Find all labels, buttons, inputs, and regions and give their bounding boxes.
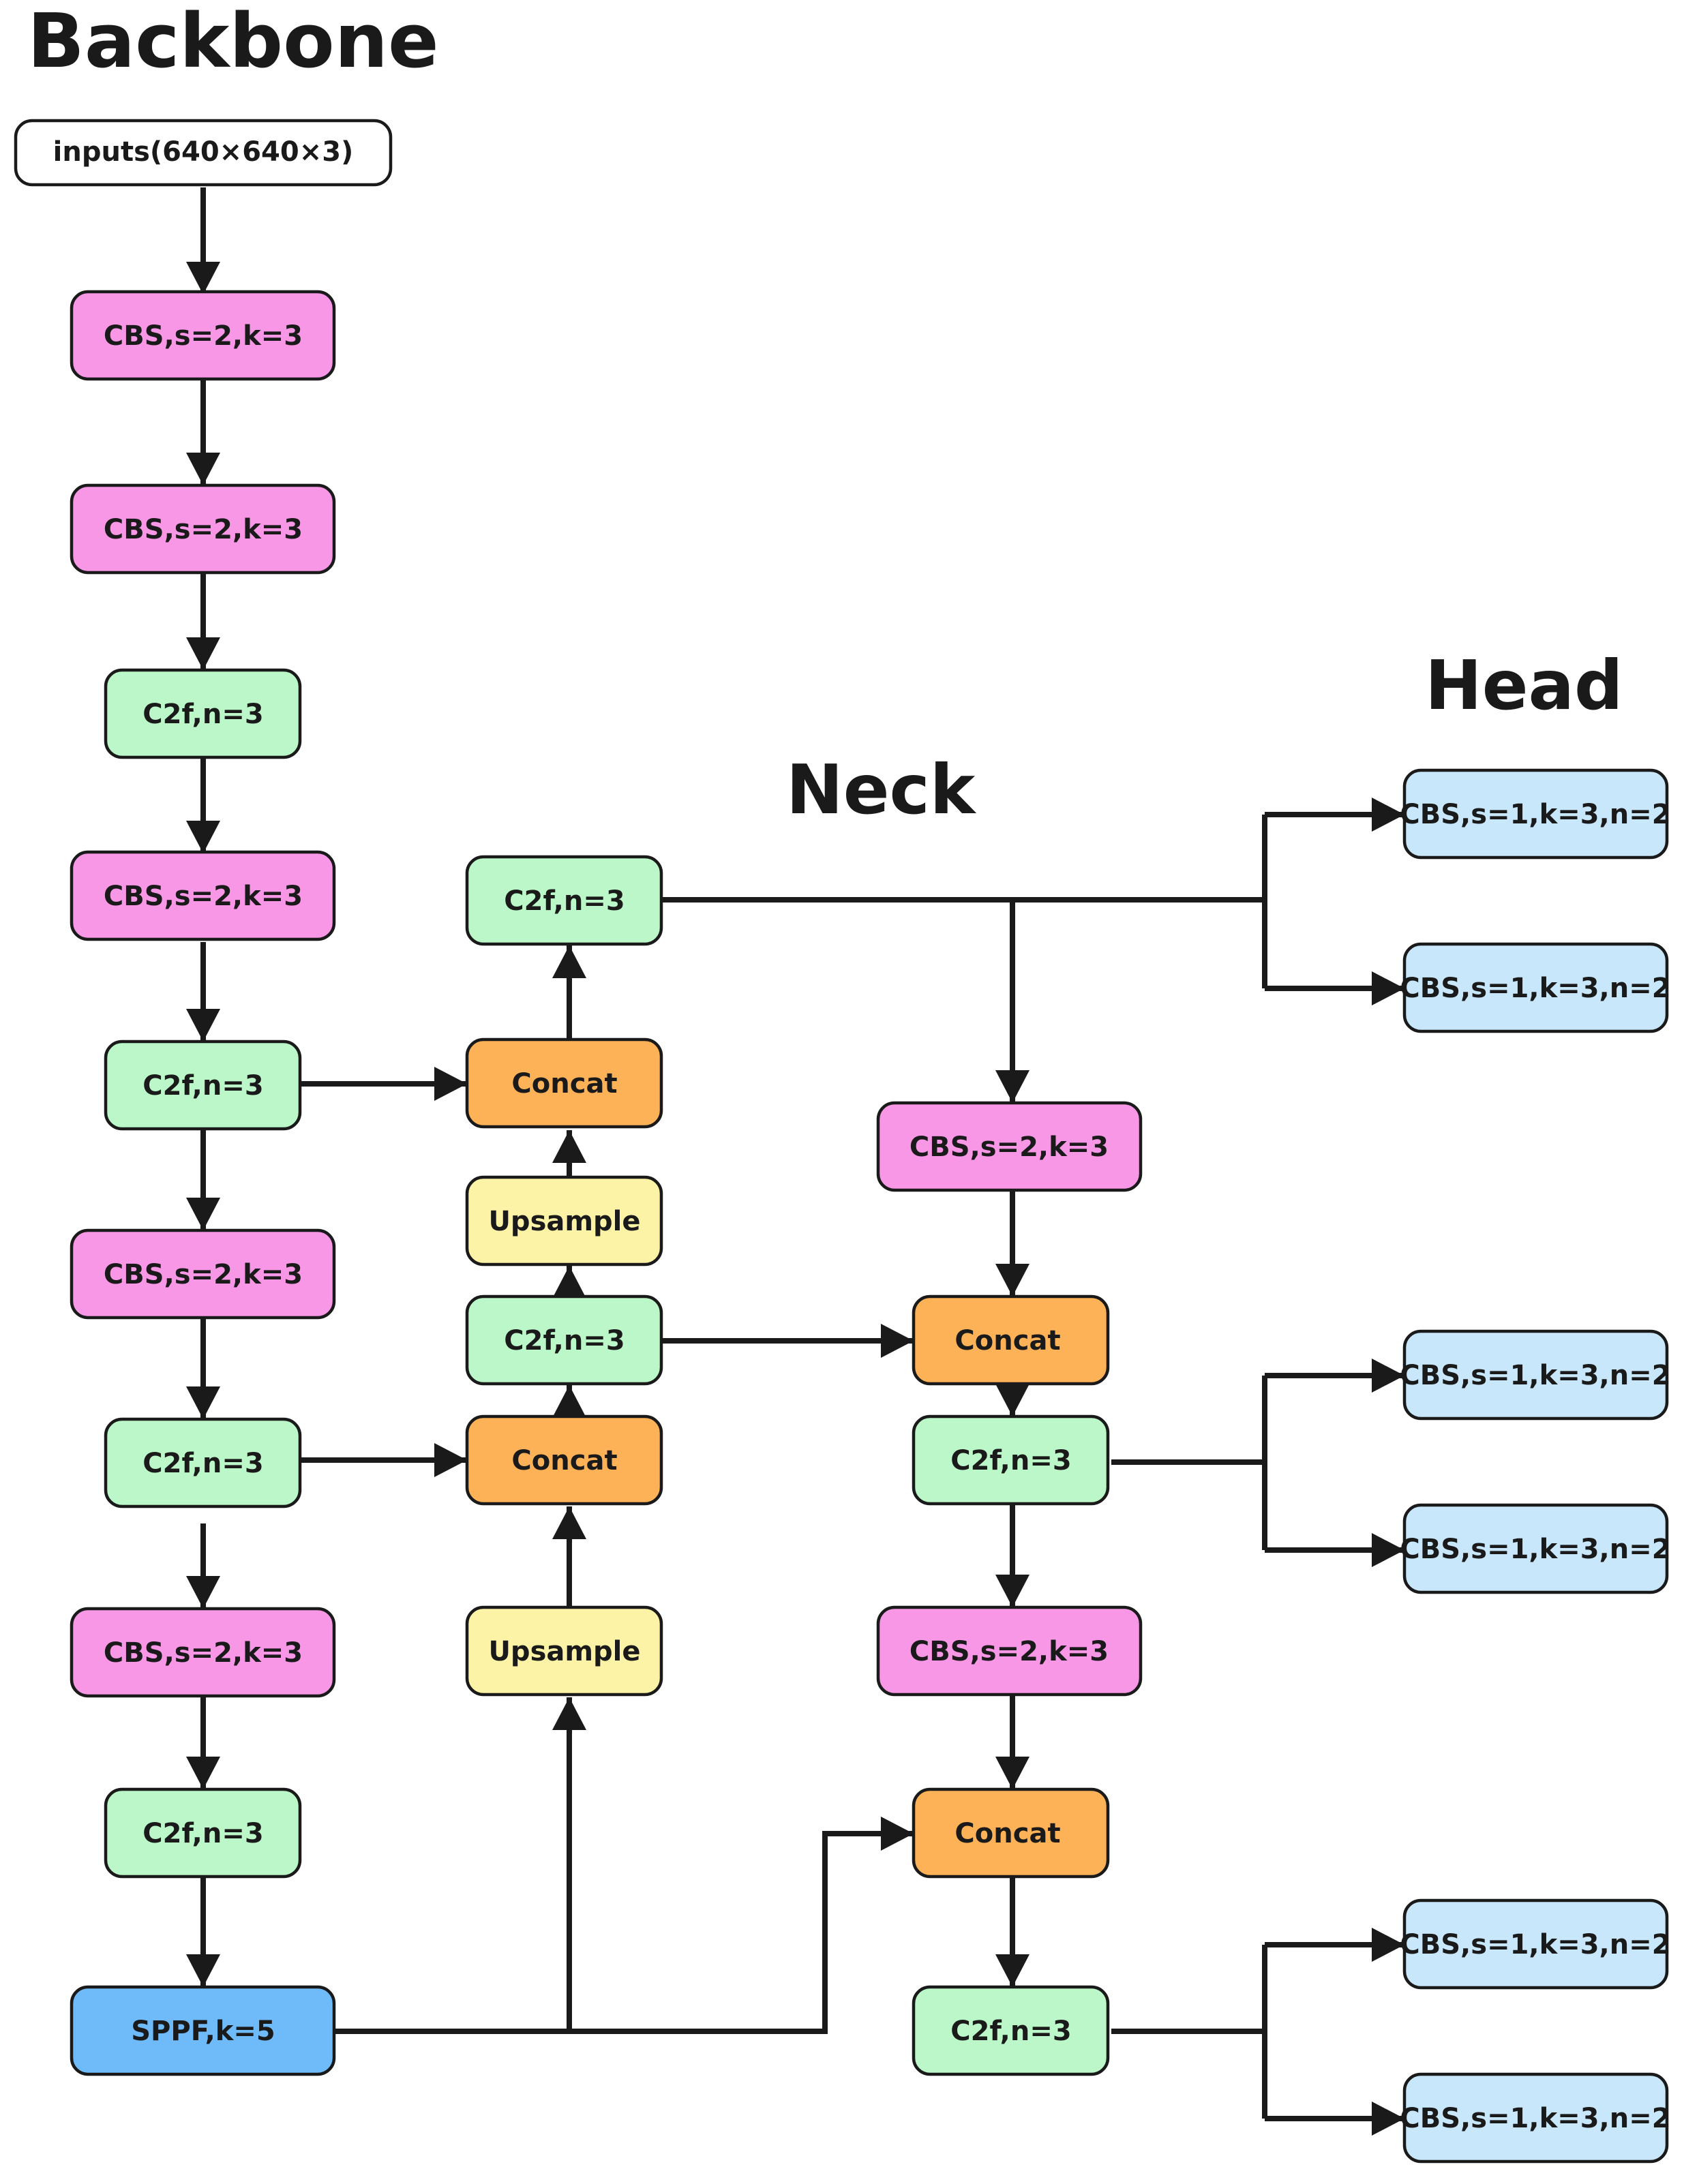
neck-c2f-mid: C2f,n=3	[465, 1294, 663, 1386]
backbone-c2f-3-label: C2f,n=3	[142, 1448, 263, 1479]
neck-title: Neck	[786, 750, 977, 830]
connectors	[186, 187, 1404, 2136]
head-3b: CBS,s=1,k=3,n=2	[1400, 2072, 1671, 2164]
neck-cbs-1: CBS,s=2,k=3	[876, 1101, 1143, 1192]
neck-upsample-2: Upsample	[465, 1605, 663, 1697]
neck-concat-1-label: Concat	[511, 1068, 617, 1099]
head-3a: CBS,s=1,k=3,n=2	[1400, 1898, 1671, 1990]
neck-c2f-mid-label: C2f,n=3	[504, 1325, 625, 1356]
head-3a-label: CBS,s=1,k=3,n=2	[1400, 1929, 1670, 1960]
backbone-cbs-2-label: CBS,s=2,k=3	[104, 514, 303, 545]
input-label: inputs(640×640×3)	[53, 136, 354, 168]
backbone-c2f-1: C2f,n=3	[104, 668, 302, 759]
backbone-cbs-3: CBS,s=2,k=3	[70, 850, 336, 941]
backbone-sppf: SPPF,k=5	[70, 1985, 336, 2076]
backbone-cbs-4: CBS,s=2,k=3	[70, 1228, 336, 1320]
neck-concat-4-label: Concat	[954, 1818, 1060, 1849]
head-2b-label: CBS,s=1,k=3,n=2	[1400, 1534, 1670, 1565]
neck-cbs-2-label: CBS,s=2,k=3	[909, 1636, 1109, 1667]
backbone-cbs-5-label: CBS,s=2,k=3	[104, 1637, 303, 1669]
nodes: inputs(640×640×3) CBS,s=2,k=3 CBS,s=2,k=…	[14, 119, 1671, 2164]
arrow-sppf-to-concat4	[334, 1817, 914, 2034]
head-1b: CBS,s=1,k=3,n=2	[1400, 942, 1671, 1033]
backbone-cbs-4-label: CBS,s=2,k=3	[104, 1259, 303, 1290]
backbone-c2f-2: C2f,n=3	[104, 1040, 302, 1131]
backbone-sppf-label: SPPF,k=5	[131, 2016, 275, 2047]
head-1b-label: CBS,s=1,k=3,n=2	[1400, 973, 1670, 1004]
input-node: inputs(640×640×3)	[14, 119, 393, 187]
backbone-c2f-1-label: C2f,n=3	[142, 699, 263, 730]
head-2b: CBS,s=1,k=3,n=2	[1400, 1503, 1671, 1594]
neck-c2f-top-label: C2f,n=3	[504, 885, 625, 917]
neck-concat-3-label: Concat	[954, 1325, 1060, 1356]
head-title: Head	[1425, 646, 1623, 725]
head-2a: CBS,s=1,k=3,n=2	[1400, 1329, 1671, 1421]
neck-cbs-1-label: CBS,s=2,k=3	[909, 1132, 1109, 1163]
neck-concat-2: Concat	[465, 1414, 663, 1506]
neck-concat-4: Concat	[912, 1787, 1110, 1879]
neck-c2f-r1-label: C2f,n=3	[950, 1445, 1071, 1476]
backbone-cbs-5: CBS,s=2,k=3	[70, 1607, 336, 1698]
neck-c2f-top: C2f,n=3	[465, 855, 663, 946]
neck-c2f-r1: C2f,n=3	[912, 1414, 1110, 1506]
neck-concat-1: Concat	[465, 1037, 663, 1129]
backbone-cbs-1-label: CBS,s=2,k=3	[104, 320, 303, 352]
backbone-c2f-3: C2f,n=3	[104, 1417, 302, 1508]
neck-c2f-r2-label: C2f,n=3	[950, 2016, 1071, 2047]
head-1a-label: CBS,s=1,k=3,n=2	[1400, 799, 1670, 830]
backbone-cbs-1: CBS,s=2,k=3	[70, 290, 336, 381]
neck-concat-2-label: Concat	[511, 1445, 617, 1476]
head-3b-label: CBS,s=1,k=3,n=2	[1400, 2103, 1670, 2134]
backbone-title: Backbone	[27, 0, 439, 85]
backbone-c2f-2-label: C2f,n=3	[142, 1070, 263, 1102]
head-2a-label: CBS,s=1,k=3,n=2	[1400, 1360, 1670, 1391]
backbone-c2f-4: C2f,n=3	[104, 1787, 302, 1879]
neck-cbs-2: CBS,s=2,k=3	[876, 1605, 1143, 1697]
backbone-cbs-3-label: CBS,s=2,k=3	[104, 881, 303, 912]
backbone-c2f-4-label: C2f,n=3	[142, 1818, 263, 1849]
neck-upsample-1: Upsample	[465, 1175, 663, 1267]
backbone-cbs-2: CBS,s=2,k=3	[70, 483, 336, 575]
neck-c2f-r2: C2f,n=3	[912, 1985, 1110, 2076]
neck-upsample-2-label: Upsample	[488, 1636, 640, 1667]
neck-concat-3: Concat	[912, 1294, 1110, 1386]
neck-upsample-1-label: Upsample	[488, 1206, 640, 1237]
head-1a: CBS,s=1,k=3,n=2	[1400, 768, 1671, 860]
